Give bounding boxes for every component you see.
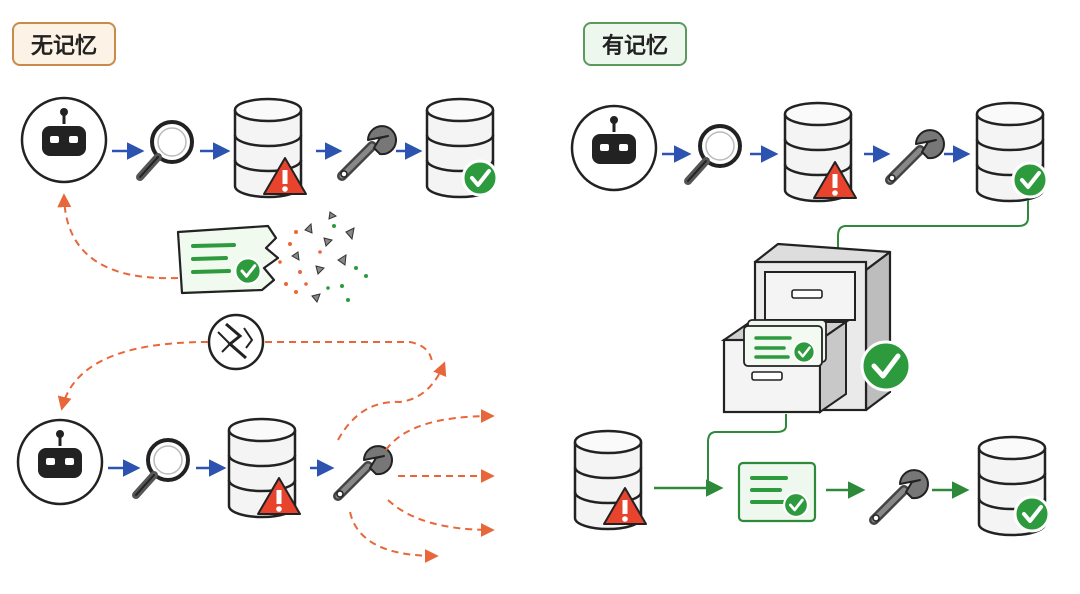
scatter-dots: [278, 224, 368, 302]
broken-link-icon: [207, 313, 265, 371]
label-with-memory: 有记忆: [583, 22, 687, 66]
scatter-fragments: [291, 211, 355, 303]
wrench-icon: [337, 446, 392, 497]
check-icon: [1013, 495, 1051, 533]
check-icon: [792, 340, 816, 364]
retry-path-right: [265, 341, 433, 363]
check-icon: [782, 491, 810, 519]
robot-icon: [570, 104, 658, 192]
wrench-icon: [873, 470, 928, 521]
check-icon: [860, 340, 912, 392]
magnifier-icon: [140, 122, 192, 177]
check-icon: [233, 256, 263, 286]
robot-icon: [20, 96, 108, 184]
lost-feedback-path: [57, 193, 179, 280]
magnifier-icon: [136, 440, 188, 495]
label-without-memory: 无记忆: [12, 22, 116, 66]
robot-icon: [16, 418, 104, 506]
wrench-icon: [889, 130, 944, 181]
check-icon: [1011, 161, 1049, 199]
torn-note-card: [176, 224, 280, 295]
magnifier-icon: [688, 126, 740, 181]
check-icon: [461, 159, 499, 197]
dead-end-paths: [337, 361, 495, 563]
wrench-icon: [341, 126, 396, 177]
retry-path: [57, 341, 209, 411]
filing-cabinet-icon: [720, 242, 892, 414]
memory-save-path: [837, 200, 1029, 258]
memory-recall-path: [707, 414, 787, 488]
